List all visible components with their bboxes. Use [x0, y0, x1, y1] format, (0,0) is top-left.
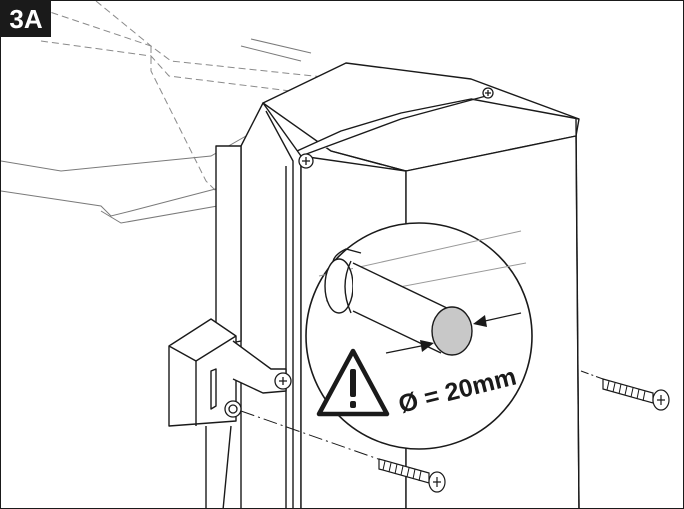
housing-screws: [224, 87, 494, 418]
screw-icon: [602, 378, 670, 411]
gate-leaf-outline: [40, 1, 362, 217]
shaft-callout: Ø = 20mm: [305, 222, 533, 450]
warning-triangle-icon: [316, 348, 390, 417]
screw-axis-line: [580, 370, 604, 380]
shaft-end-face: [431, 306, 473, 356]
screw-icon: [378, 458, 446, 493]
step-badge: 3A: [1, 1, 51, 37]
